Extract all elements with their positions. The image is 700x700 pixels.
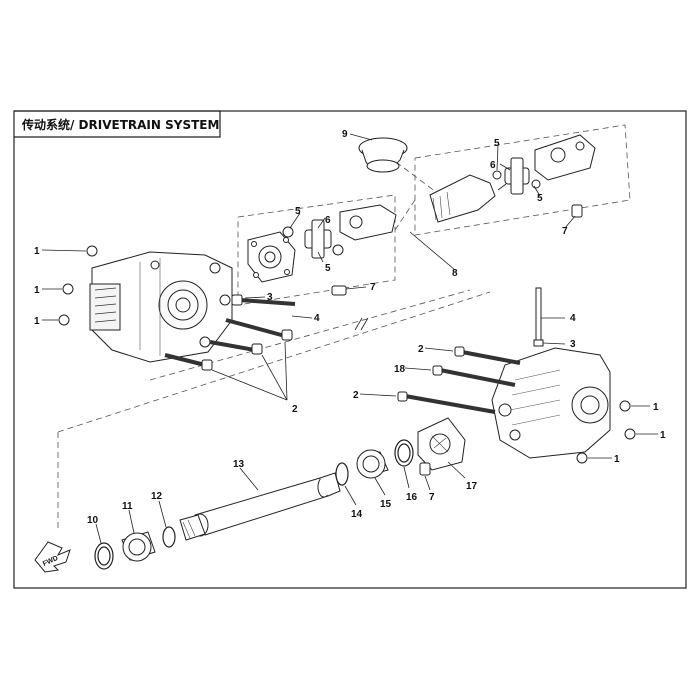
callout-7b: 7 — [370, 282, 376, 293]
callout-2a: 2 — [292, 404, 298, 415]
flange-bolt-middle — [331, 285, 347, 296]
vertical-bolt — [533, 287, 544, 347]
callout-7c: 7 — [429, 492, 435, 503]
callout-1c: 1 — [34, 316, 40, 327]
main-shaft — [179, 472, 341, 541]
callout-4a: 4 — [314, 313, 320, 324]
callout-5a: 5 — [295, 206, 301, 217]
shaft-axis-break — [354, 317, 369, 331]
nuts-right — [576, 400, 636, 464]
ring-12 — [162, 526, 176, 548]
callout-5c: 5 — [494, 138, 500, 149]
callout-7a: 7 — [562, 226, 568, 237]
flange-bolt-upper — [571, 204, 583, 218]
long-bolts-right — [397, 346, 521, 414]
coupling-bolt — [419, 462, 431, 476]
callout-10: 10 — [87, 515, 99, 526]
seal-10 — [94, 542, 114, 570]
rear-differential — [491, 347, 611, 459]
coupling-flange — [417, 417, 466, 471]
diagram-title: 传动系统/ DRIVETRAIN SYSTEM — [21, 117, 219, 132]
callout-14: 14 — [351, 509, 363, 520]
callout-11: 11 — [122, 501, 133, 512]
callout-3b: 3 — [570, 339, 576, 350]
universal-joint-left — [282, 219, 344, 259]
callout-16: 16 — [406, 492, 418, 503]
title-box: 传动系统/ DRIVETRAIN SYSTEM — [14, 110, 221, 138]
callout-4b: 4 — [570, 313, 576, 324]
yoke-flange-left — [247, 231, 296, 283]
yoke-flange-right — [534, 134, 596, 181]
boot — [358, 137, 408, 173]
callout-1a: 1 — [34, 246, 40, 257]
callout-13: 13 — [233, 459, 245, 470]
yoke-left — [339, 204, 397, 241]
callout-1e: 1 — [660, 430, 666, 441]
callout-6b: 6 — [490, 160, 496, 171]
callout-15: 15 — [380, 499, 392, 510]
diagram-frame — [13, 110, 687, 589]
callout-8: 8 — [452, 268, 458, 279]
universal-joint-right — [492, 157, 541, 195]
long-bolts-left — [164, 294, 296, 371]
callout-3a: 3 — [267, 292, 273, 303]
callout-5d: 5 — [537, 193, 543, 204]
drive-shaft-upper — [429, 174, 496, 223]
bearing-11 — [121, 531, 156, 562]
fwd-arrow: FWD — [34, 541, 71, 573]
callout-9: 9 — [342, 129, 348, 140]
callout-2b: 2 — [418, 344, 424, 355]
callouts: 9 5 6 5 5 6 5 7 8 1 1 1 3 7 4 2 4 2 3 18… — [34, 129, 666, 526]
callout-17: 17 — [466, 481, 478, 492]
callout-18: 18 — [394, 364, 406, 375]
bearing-15 — [356, 449, 389, 479]
ring-14 — [335, 462, 349, 486]
leader-lines — [41, 133, 658, 544]
callout-2c: 2 — [353, 390, 359, 401]
callout-5b: 5 — [325, 263, 331, 274]
seal-16 — [394, 439, 414, 467]
callout-12: 12 — [151, 491, 163, 502]
callout-1f: 1 — [614, 454, 620, 465]
front-differential — [89, 251, 233, 363]
callout-1b: 1 — [34, 285, 40, 296]
callout-6a: 6 — [325, 215, 331, 226]
callout-1d: 1 — [653, 402, 659, 413]
nuts-left — [58, 245, 98, 326]
